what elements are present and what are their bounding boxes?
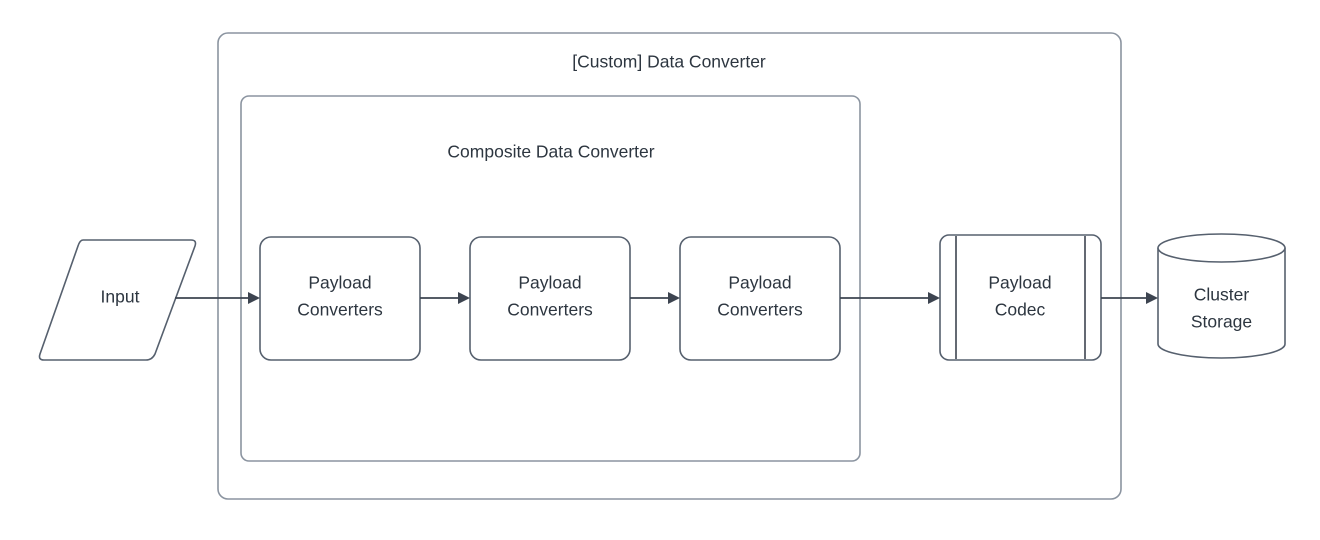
payload-codec-label-line1: Payload bbox=[988, 273, 1051, 293]
cluster-storage-body bbox=[1157, 247, 1286, 359]
cluster-storage-top-ellipse bbox=[1157, 233, 1286, 263]
edge-input-to-payload-converters-1 bbox=[175, 292, 260, 304]
composite-data-converter-label: Composite Data Converter bbox=[447, 142, 654, 162]
input-parallelogram bbox=[38, 239, 197, 361]
node-payload-codec[interactable]: Payload Codec bbox=[939, 234, 1102, 361]
payload-converters-2-label-line1: Payload bbox=[518, 273, 581, 293]
cluster-storage-label-line2: Storage bbox=[1191, 312, 1252, 332]
edge-pc3-to-codec-arrowhead bbox=[928, 292, 940, 304]
edge-payload-converters-3-to-codec bbox=[840, 292, 940, 304]
payload-converters-1-label-line2: Converters bbox=[297, 300, 383, 320]
payload-converters-3-label-line1: Payload bbox=[728, 273, 791, 293]
cluster-storage-label-line1: Cluster bbox=[1194, 285, 1250, 305]
node-cluster-storage[interactable]: Cluster Storage bbox=[1157, 233, 1286, 359]
edge-payload-converters-2-to-3 bbox=[630, 292, 680, 304]
edge-codec-to-storage-arrowhead bbox=[1146, 292, 1158, 304]
edge-codec-to-cluster-storage bbox=[1101, 292, 1158, 304]
node-payload-converters-2[interactable]: Payload Converters bbox=[469, 236, 631, 361]
composite-data-converter-border bbox=[240, 95, 861, 462]
input-label: Input bbox=[101, 287, 140, 307]
edge-pc1-to-pc2-arrowhead bbox=[458, 292, 470, 304]
node-payload-converters-1[interactable]: Payload Converters bbox=[259, 236, 421, 361]
node-payload-converters-3[interactable]: Payload Converters bbox=[679, 236, 841, 361]
node-input[interactable]: Input bbox=[38, 239, 197, 361]
payload-converters-2-box bbox=[469, 236, 631, 361]
payload-codec-label-line2: Codec bbox=[995, 300, 1046, 320]
container-composite-data-converter[interactable]: Composite Data Converter bbox=[240, 95, 861, 462]
payload-converters-3-label-line2: Converters bbox=[717, 300, 803, 320]
custom-data-converter-label: [Custom] Data Converter bbox=[572, 52, 766, 72]
custom-data-converter-border bbox=[217, 32, 1122, 500]
edge-input-to-pc1-arrowhead bbox=[248, 292, 260, 304]
edge-pc2-to-pc3-arrowhead bbox=[668, 292, 680, 304]
edge-payload-converters-1-to-2 bbox=[420, 292, 470, 304]
container-custom-data-converter[interactable]: [Custom] Data Converter bbox=[217, 32, 1122, 500]
payload-converters-2-label-line2: Converters bbox=[507, 300, 593, 320]
payload-converters-1-label-line1: Payload bbox=[308, 273, 371, 293]
payload-converters-1-box bbox=[259, 236, 421, 361]
payload-converters-3-box bbox=[679, 236, 841, 361]
payload-codec-box bbox=[939, 234, 1102, 361]
